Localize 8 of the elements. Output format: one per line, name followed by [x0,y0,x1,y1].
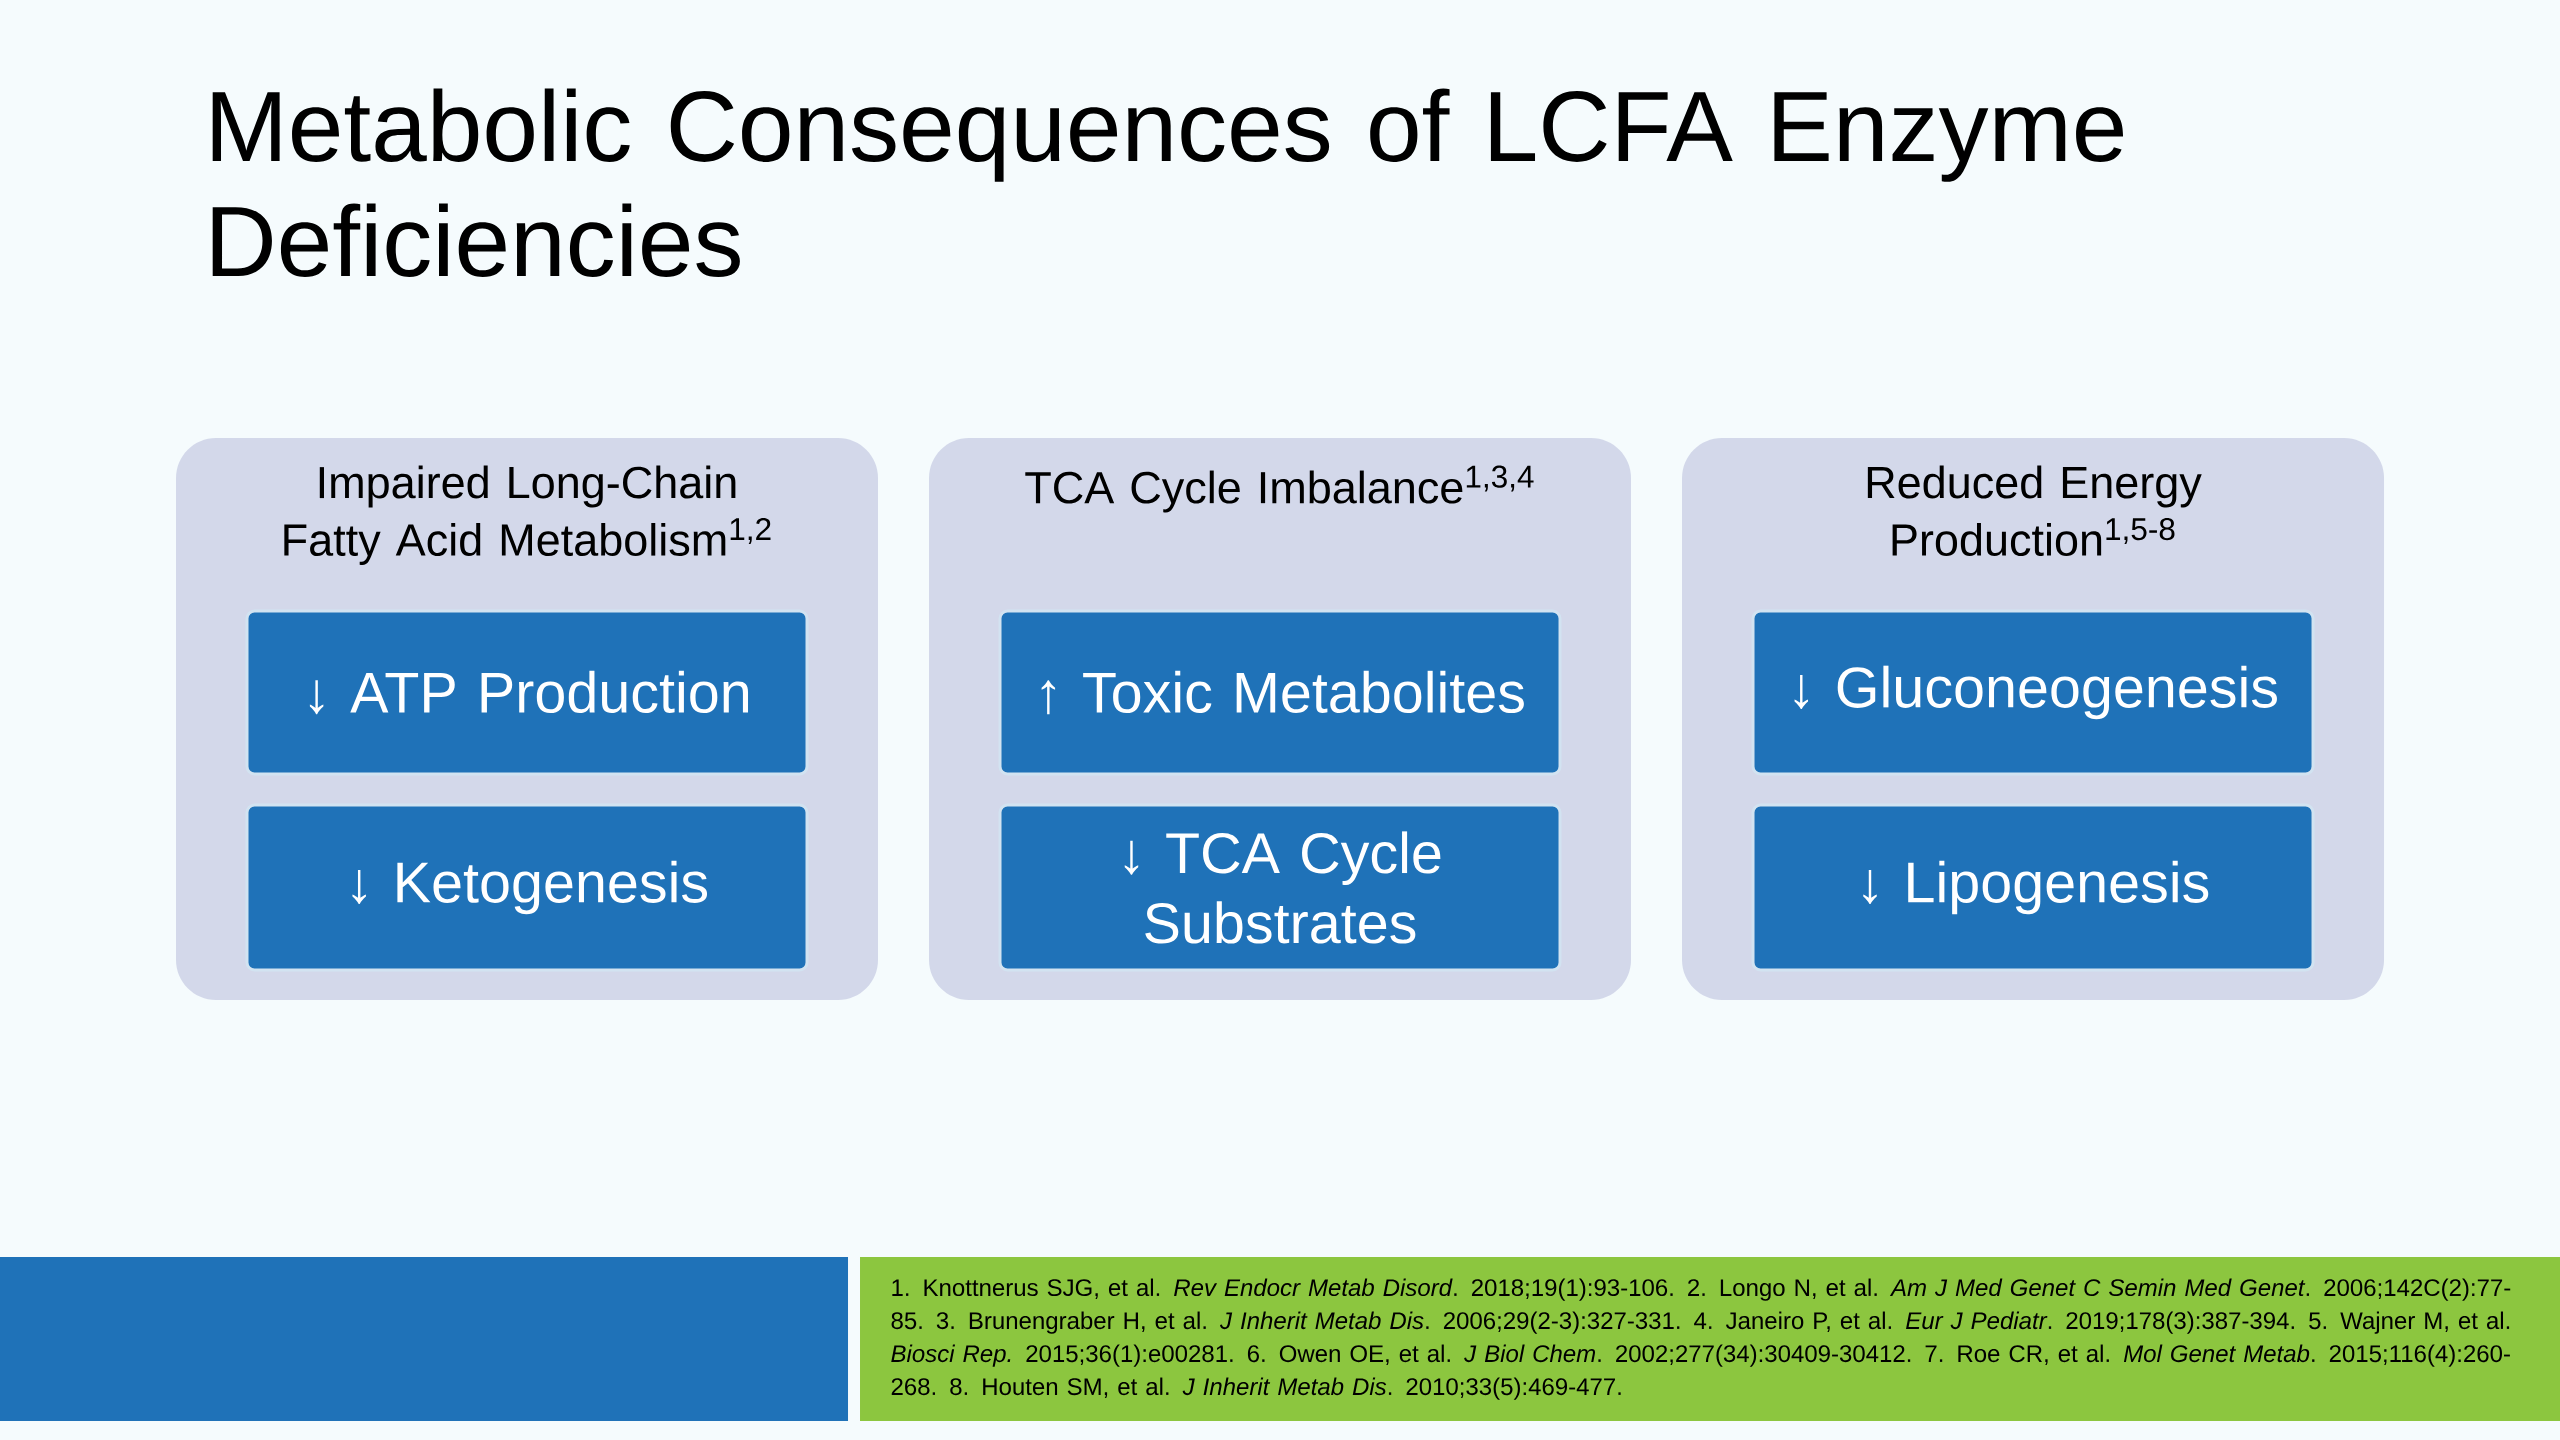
result-box: ↑ Toxic Metabolites [998,609,1562,776]
result-box: ↓ Ketogenesis [245,803,809,972]
reference-list: 1. Knottnerus SJG, et al. Rev Endocr Metab Disord. 2018;19(1):93-106. 2. Longo N, et al. Am J Med Genet C Semin Med Genet. 2006;142C(2):77-85. 3. Brunengraber H, et al. J Inherit Metab Dis. 2006;29(2-3):327-331. 4. Janeiro P, et al. Eur J Pediatr. 2019;178(3):387-394. 5. Wajner M, et al. Biosci Rep. 2015;36(1):e00281. 6. Owen OE, et al. J Biol Chem. 2002;277(34):30409-30412. 7. Roe CR, et al. Mol Genet Metab. 2015;116(4):260-268. 8. Houten SM, et al. J Inherit Metab Dis. 2010;33(5):469-477. [860,1257,2560,1421]
result-box: ↓ ATP Production [245,609,809,776]
slide-title: Metabolic Consequences of LCFA Enzyme Deficiencies [212,88,2123,277]
result-box: ↓ Gluconeogenesis [1751,609,2315,776]
result-box: ↓ TCA Cycle Substrates [998,803,1562,972]
result-box: ↓ Lipogenesis [1751,803,2315,972]
